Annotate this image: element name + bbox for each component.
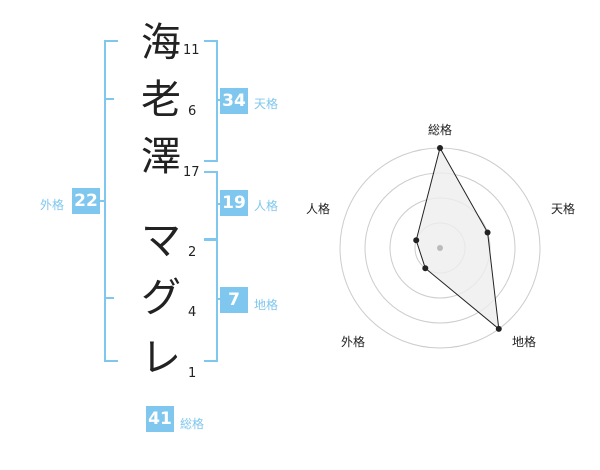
name-char-2: 老 (141, 77, 181, 123)
chi-value-box: 7 (220, 287, 248, 313)
radar-score-polygon (415, 146, 500, 331)
gai-value-box: 22 (72, 188, 100, 214)
radar-axis-chi: 地格 (512, 334, 536, 349)
stroke-count-6: 1 (188, 366, 197, 381)
radar-point-3 (422, 265, 429, 272)
stroke-count-5: 4 (188, 305, 197, 320)
radar-point-0 (437, 145, 443, 151)
stroke-count-4: 2 (188, 245, 197, 260)
ten-value-box: 34 (220, 88, 248, 114)
ten-bracket-tick (216, 99, 222, 101)
gai-bracket-mid1 (104, 98, 114, 100)
chi-bracket-tick (216, 298, 222, 300)
gai-label: 外格 (40, 198, 65, 212)
name-char-1: 海 (141, 20, 181, 66)
stroke-count-3: 17 (183, 165, 200, 180)
gai-bracket-tick (96, 200, 104, 202)
radar-center (437, 245, 443, 251)
name-char-4: マ (141, 218, 181, 264)
name-char-6: レ (141, 335, 181, 381)
jin-label: 人格 (254, 199, 279, 213)
sou-label: 総格 (180, 417, 205, 431)
name-char-5: グ (141, 275, 181, 321)
ten-bracket (204, 40, 218, 162)
ten-label: 天格 (254, 97, 279, 111)
stroke-count-2: 6 (188, 104, 197, 119)
radar-points (413, 145, 502, 332)
radar-point-2 (495, 325, 502, 332)
radar-point-4 (413, 237, 420, 244)
gai-bracket (104, 40, 118, 362)
gai-bracket-mid2 (104, 297, 114, 299)
sou-value-box: 41 (146, 406, 174, 432)
radar-axis-ten: 天格 (551, 201, 575, 216)
radar-axis-sou: 総格 (428, 122, 452, 137)
radar-point-1 (484, 229, 491, 236)
chi-label: 地格 (254, 298, 279, 312)
jin-bracket (204, 171, 218, 241)
jin-value-box: 19 (220, 190, 248, 216)
name-char-3: 澤 (141, 134, 181, 180)
chi-bracket (204, 238, 218, 362)
jin-bracket-tick (216, 203, 222, 205)
stroke-count-1: 11 (183, 43, 200, 58)
radar-axis-gai: 外格 (341, 334, 365, 349)
radar-axis-jin: 人格 (306, 201, 330, 216)
